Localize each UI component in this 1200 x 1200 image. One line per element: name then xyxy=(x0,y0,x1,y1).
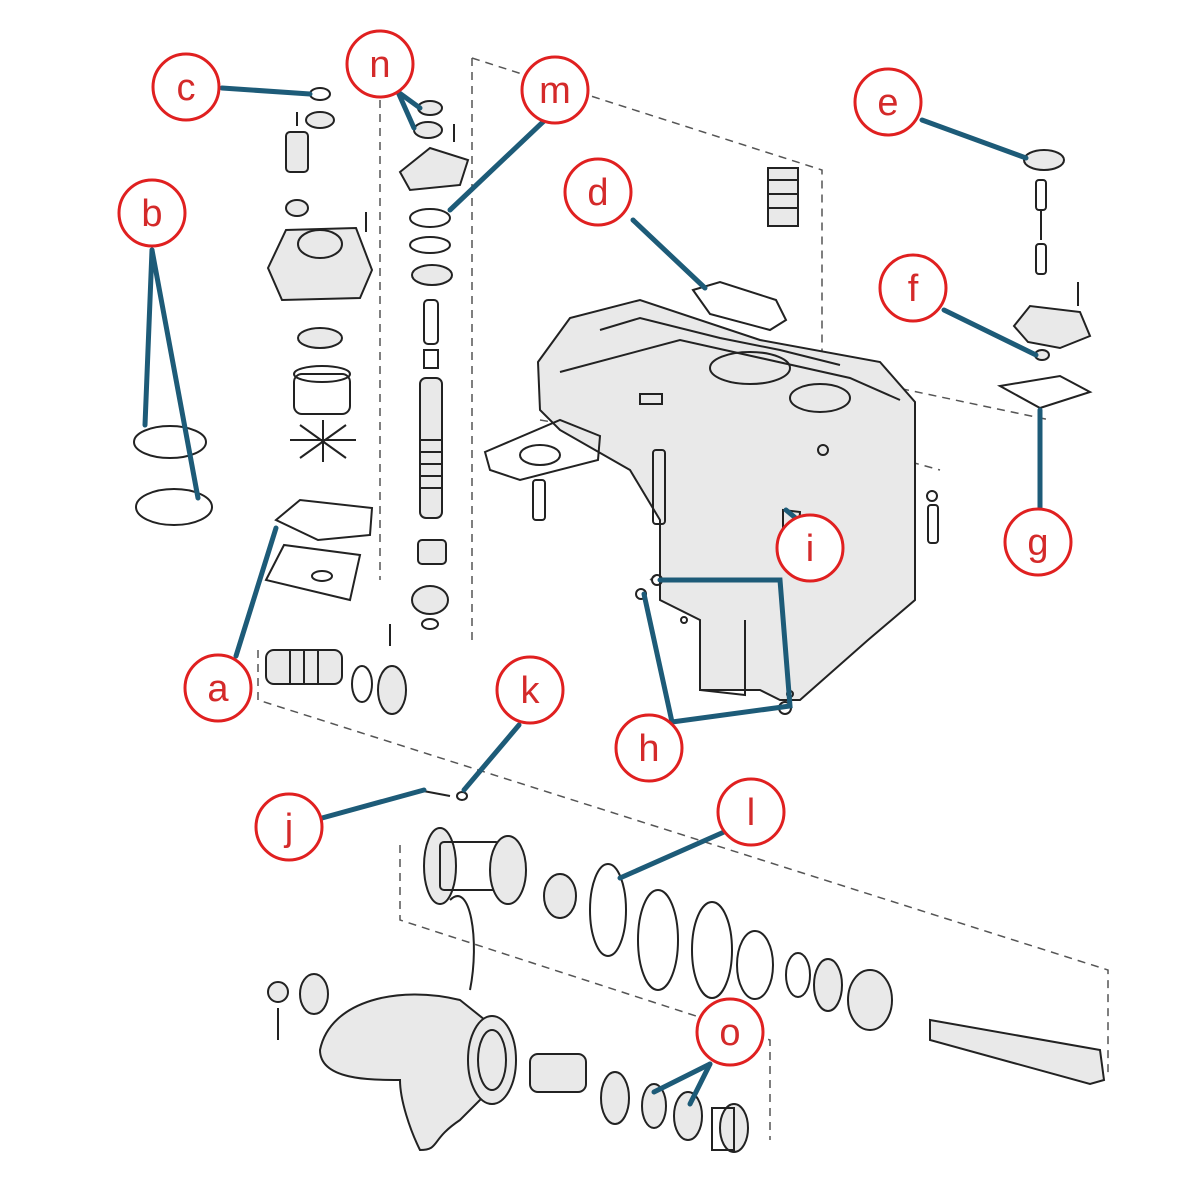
label-text-h: h xyxy=(638,728,659,770)
callout-label-n: n xyxy=(345,29,415,99)
gasket-b-parts xyxy=(133,425,213,526)
label-text-n: n xyxy=(369,44,390,86)
label-text-d: d xyxy=(587,172,608,214)
shift-rod-assembly xyxy=(996,149,1093,410)
callout-label-g: g xyxy=(1003,507,1073,577)
label-text-k: k xyxy=(521,670,541,712)
callout-label-e: e xyxy=(853,67,923,137)
label-text-a: a xyxy=(207,668,229,710)
callout-label-d: d xyxy=(563,157,633,227)
callout-label-f: f xyxy=(878,253,948,323)
gasket-d-part xyxy=(691,280,788,332)
callout-label-k: k xyxy=(495,655,565,725)
callout-label-b: b xyxy=(117,178,187,248)
lower-drive-assembly xyxy=(265,624,1106,1086)
label-text-l: l xyxy=(747,792,755,834)
callout-label-i: i xyxy=(775,513,845,583)
gearcase-housing xyxy=(483,167,939,715)
callout-label-m: m xyxy=(520,55,590,125)
driveshaft-assembly xyxy=(398,100,470,630)
label-text-i: i xyxy=(806,528,814,570)
label-text-g: g xyxy=(1027,522,1048,564)
callout-label-c: c xyxy=(151,52,221,122)
callout-label-a: a xyxy=(183,653,253,723)
label-text-f: f xyxy=(908,268,919,310)
label-text-j: j xyxy=(284,807,293,849)
leader-lines xyxy=(142,85,1043,1107)
callout-label-l: l xyxy=(716,777,786,847)
water-pump-assembly xyxy=(264,87,374,602)
label-text-b: b xyxy=(141,193,162,235)
callout-label-j: j xyxy=(254,792,324,862)
propeller-assembly xyxy=(267,895,749,1153)
callout-label-h: h xyxy=(614,713,684,783)
label-text-o: o xyxy=(719,1012,740,1054)
label-text-m: m xyxy=(539,70,571,112)
callout-label-o: o xyxy=(695,997,765,1067)
label-text-e: e xyxy=(877,82,898,124)
label-text-c: c xyxy=(177,67,196,109)
